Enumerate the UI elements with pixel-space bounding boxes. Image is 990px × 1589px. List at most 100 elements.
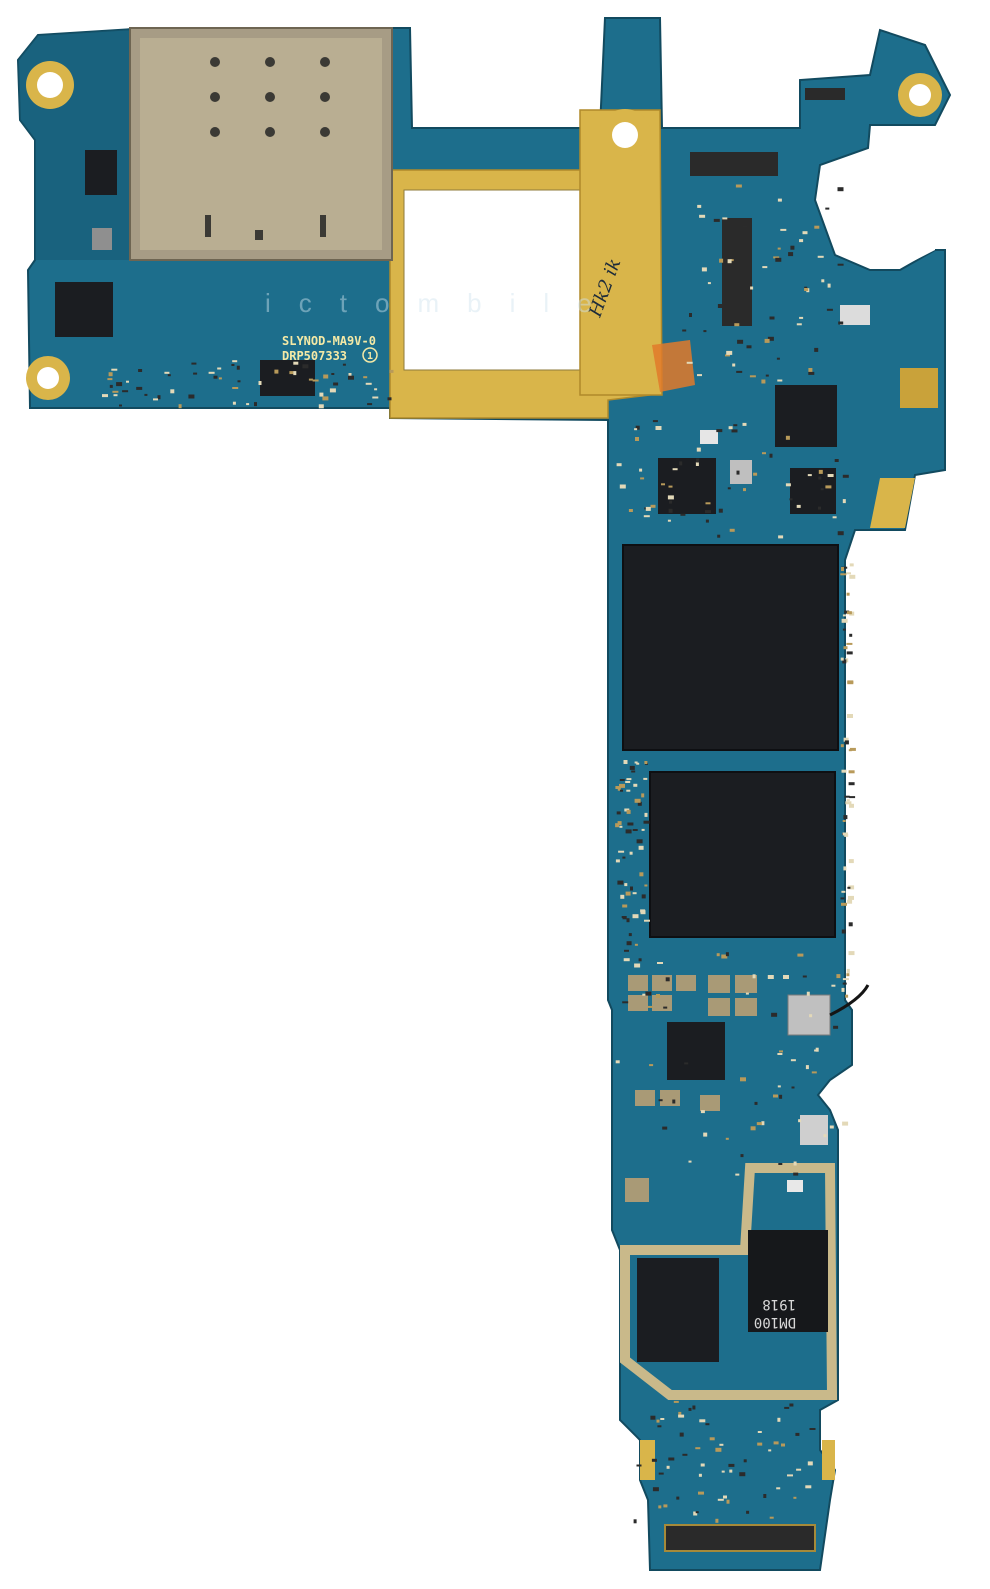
smd-component [695,1447,701,1450]
storage-chip [649,771,836,938]
smd-component [765,374,769,377]
smd-component [701,267,707,272]
smd-component [108,372,113,377]
smd-component [621,916,627,918]
smd-component [773,256,780,259]
smd-component [153,398,158,401]
orange-tape [652,340,695,392]
smd-component [666,1465,670,1469]
smd-component [728,1463,735,1467]
smd-component [725,952,729,957]
smd-component [634,761,638,764]
smd-component [779,1050,783,1053]
smd-component [619,783,625,788]
smd-component [644,919,650,922]
smd-component [847,714,853,718]
smd-component [705,510,711,514]
smd-component [793,1161,797,1166]
smd-component [841,902,847,906]
smd-component [658,1505,662,1509]
smd-component [743,488,746,492]
smd-component [697,204,702,208]
smd-component [678,1414,685,1418]
smd-component [628,933,632,937]
smd-component [258,381,262,385]
smd-component [302,364,309,369]
smd-component [164,371,170,374]
smd-component [365,382,372,385]
smd-component [721,1470,725,1473]
smd-component [643,820,650,824]
smd-component [777,247,781,250]
smd-component [629,851,633,855]
smd-component [639,872,644,877]
smd-component [717,304,723,308]
smd-component [841,890,846,893]
smd-component [843,866,847,871]
smd-component [620,789,623,792]
smd-component [764,338,770,343]
vibration-pad [787,994,831,1036]
smd-component [785,483,791,487]
smd-component [841,987,845,992]
smd-component [818,506,821,510]
smd-component [849,747,856,751]
smd-component [825,485,832,489]
smd-component [389,369,394,373]
smd-component [665,977,670,982]
smd-component [849,574,856,579]
smd-component [729,1469,733,1473]
smd-component [638,845,644,850]
smd-component [619,484,626,489]
smd-component [740,1077,746,1082]
smd-component [846,642,853,645]
pcb-outline [16,17,952,1571]
mounting-holes [26,61,942,400]
smd-component [663,1504,668,1508]
smd-component [620,894,625,899]
smd-component [834,459,839,462]
smd-component [668,1457,675,1461]
smd-component [624,949,629,952]
smd-component [793,1496,797,1499]
smd-component [689,313,692,317]
smd-component [237,380,241,383]
smd-component [809,1428,816,1430]
smd-component [624,883,628,887]
smd-component [826,308,833,311]
smd-component [658,1472,664,1475]
smd-component [667,519,671,522]
smd-component [840,657,844,661]
smd-component [658,1099,663,1102]
smd-component [617,821,622,826]
smd-component [630,886,633,891]
board-rev-label: 1 [367,351,373,362]
smd-component [682,1453,688,1456]
smd-component [840,897,845,900]
smd-component [843,737,849,742]
smd-component [645,506,651,511]
smd-component [842,614,846,617]
smd-component [231,364,235,366]
smd-component [208,371,215,374]
smd-component [615,786,620,789]
smd-component [721,954,728,959]
smd-component [193,372,198,375]
smd-component [293,361,299,365]
smd-component [846,592,850,596]
smd-component [795,1432,800,1436]
smd-component [791,1086,795,1089]
codec-chip [748,1230,828,1332]
smd-component [849,633,853,637]
smd-component [750,1126,756,1131]
smd-component [820,488,824,491]
smd-component [622,1001,629,1004]
smd-component [637,801,642,806]
smd-component [777,1085,781,1088]
smd-component [663,1006,668,1009]
smd-component [333,382,339,386]
smd-component [736,370,743,373]
board-model-label: SLYNOD-MA9V-0 [282,334,376,348]
smd-component [745,992,749,995]
smd-component [318,404,324,409]
